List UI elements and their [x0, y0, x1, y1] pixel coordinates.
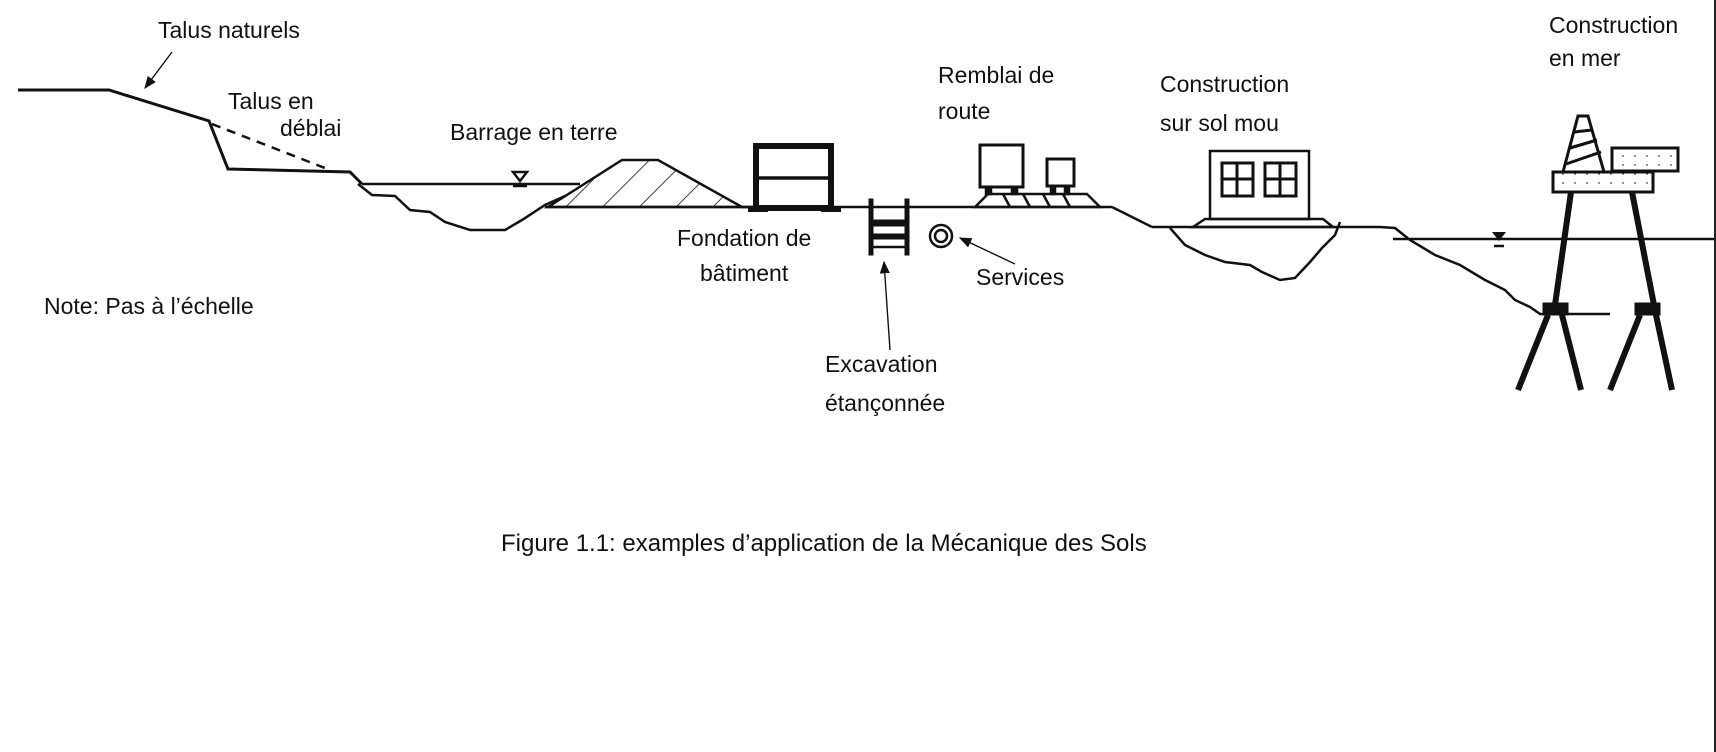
reservoir [357, 182, 580, 232]
label-sol-mou-line2: sur sol mou [1160, 110, 1279, 136]
talus-naturels-arrow [144, 51, 173, 90]
natural-slope [18, 88, 364, 186]
label-mer-line2: en mer [1549, 45, 1621, 71]
braced-excavation [868, 198, 910, 256]
page-edge [1714, 0, 1716, 752]
label-fondation-line1: Fondation de [677, 225, 812, 251]
label-sol-mou-line1: Construction [1160, 71, 1290, 97]
excavation-arrow [879, 260, 891, 351]
label-talus-deblai-line2: déblai [280, 115, 342, 141]
services-pipe-icon [928, 223, 954, 249]
offshore-platform [1515, 114, 1680, 392]
sea-level-icon [1492, 232, 1506, 248]
scale-note: Note: Pas à l’échelle [44, 293, 254, 319]
label-excavation-line2: étançonnée [825, 390, 946, 416]
soft-soil-house [1152, 149, 1380, 282]
label-services: Services [976, 264, 1065, 290]
water-level-icon [510, 170, 530, 188]
embankment-slope [1111, 205, 1153, 229]
label-talus-naturels: Talus naturels [158, 17, 300, 43]
building-frame [748, 143, 841, 212]
road-embankment [971, 143, 1104, 209]
label-fondation-line2: bâtiment [700, 260, 789, 286]
earth-dam [543, 158, 760, 209]
sea-profile [1379, 225, 1716, 316]
label-excavation-line1: Excavation [825, 351, 938, 377]
label-remblai-line2: route [938, 98, 991, 124]
label-barrage: Barrage en terre [450, 119, 618, 145]
services-arrow [958, 237, 1016, 265]
cut-slope-dashed [211, 122, 331, 172]
label-mer-line1: Construction [1549, 12, 1679, 38]
label-talus-deblai-line1: Talus en [228, 88, 314, 114]
figure-caption: Figure 1.1: examples d’application de la… [501, 530, 1147, 557]
label-remblai-line1: Remblai de [938, 62, 1055, 88]
